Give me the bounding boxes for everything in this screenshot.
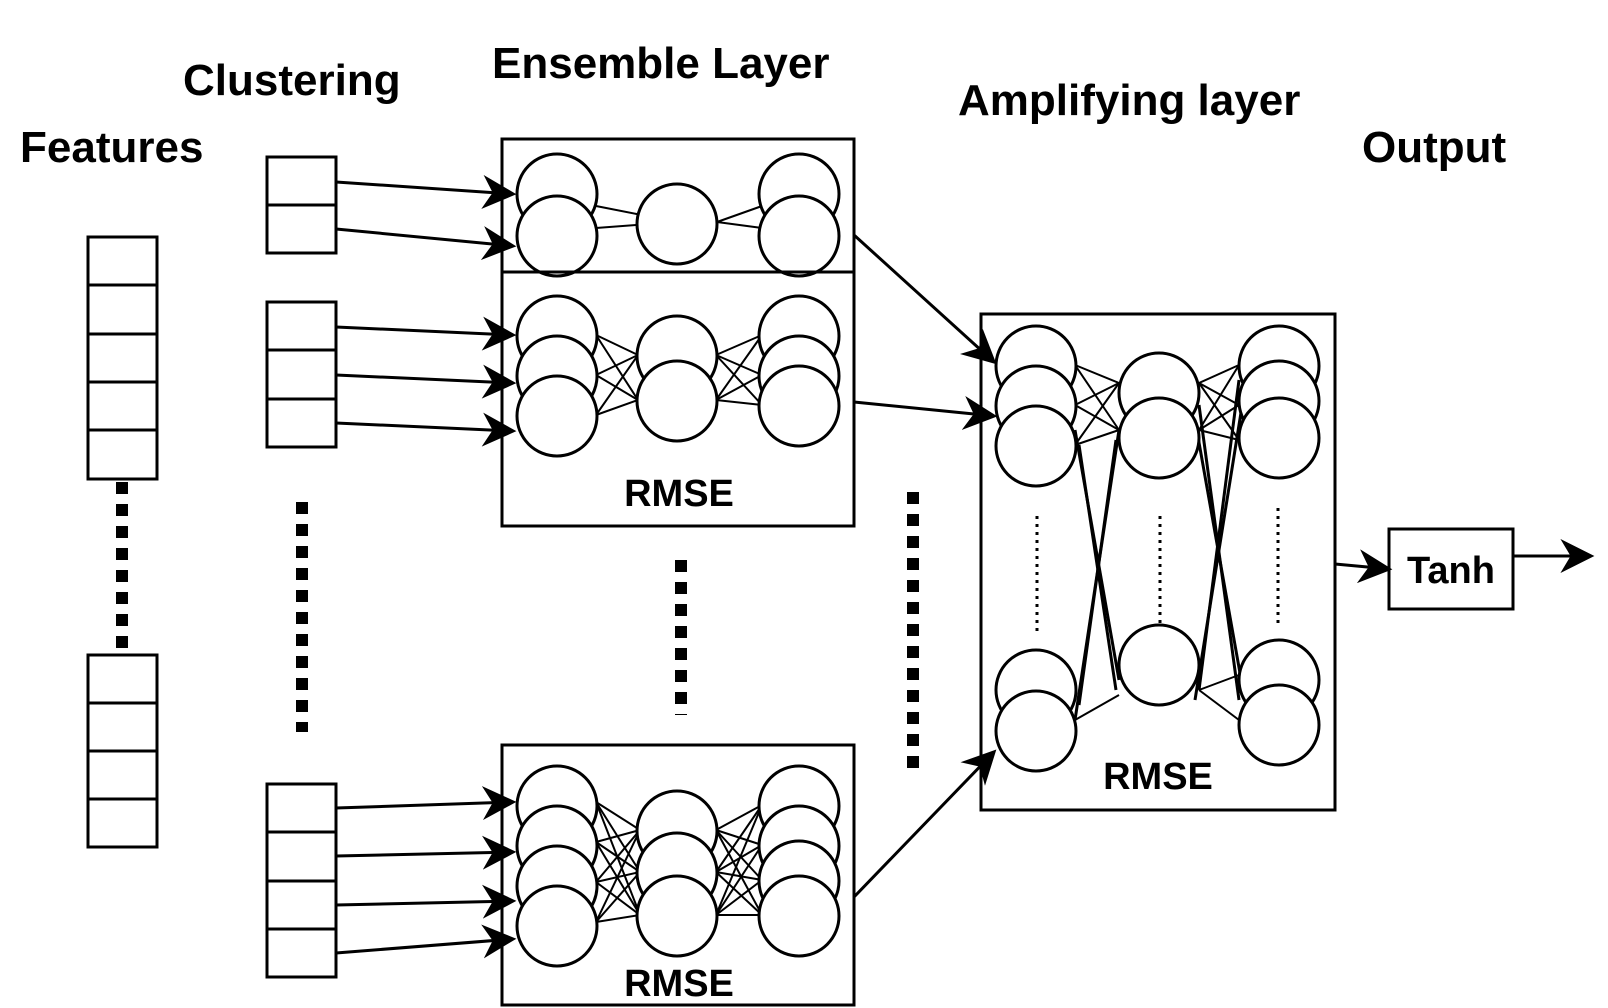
ensemble-rmse-label-n: RMSE [624,963,734,1005]
ensemble-autoencoder-2 [500,270,856,528]
feature-vector-top [86,235,159,481]
ensemble-autoencoder-1 [500,137,856,278]
amplifying-to-tanh-arrow [1334,549,1393,584]
cluster-2 [265,300,338,449]
ensemble-autoencoder-n [500,743,856,1007]
features-heading: Features [20,123,203,172]
amplifying-layer-heading: Amplifying layer [958,76,1300,125]
cluster-to-ensemble-arrows [335,174,517,959]
clustering-heading: Clustering [183,56,401,105]
cluster-n [265,782,338,979]
feature-vector-bottom [86,653,159,849]
ensemble-layer-heading: Ensemble Layer [492,39,830,88]
amplifying-neuron-dots [1035,508,1280,632]
amplifying-rmse-label: RMSE [1103,756,1213,798]
output-heading: Output [1362,123,1507,172]
cluster-1 [265,155,338,255]
ensemble-to-amplifying-arrows [852,233,998,899]
tanh-label: Tanh [1407,550,1495,592]
amplifying-autoencoder [979,312,1337,812]
tanh-box [1387,527,1515,611]
ensemble-rmse-label-2: RMSE [624,473,734,515]
